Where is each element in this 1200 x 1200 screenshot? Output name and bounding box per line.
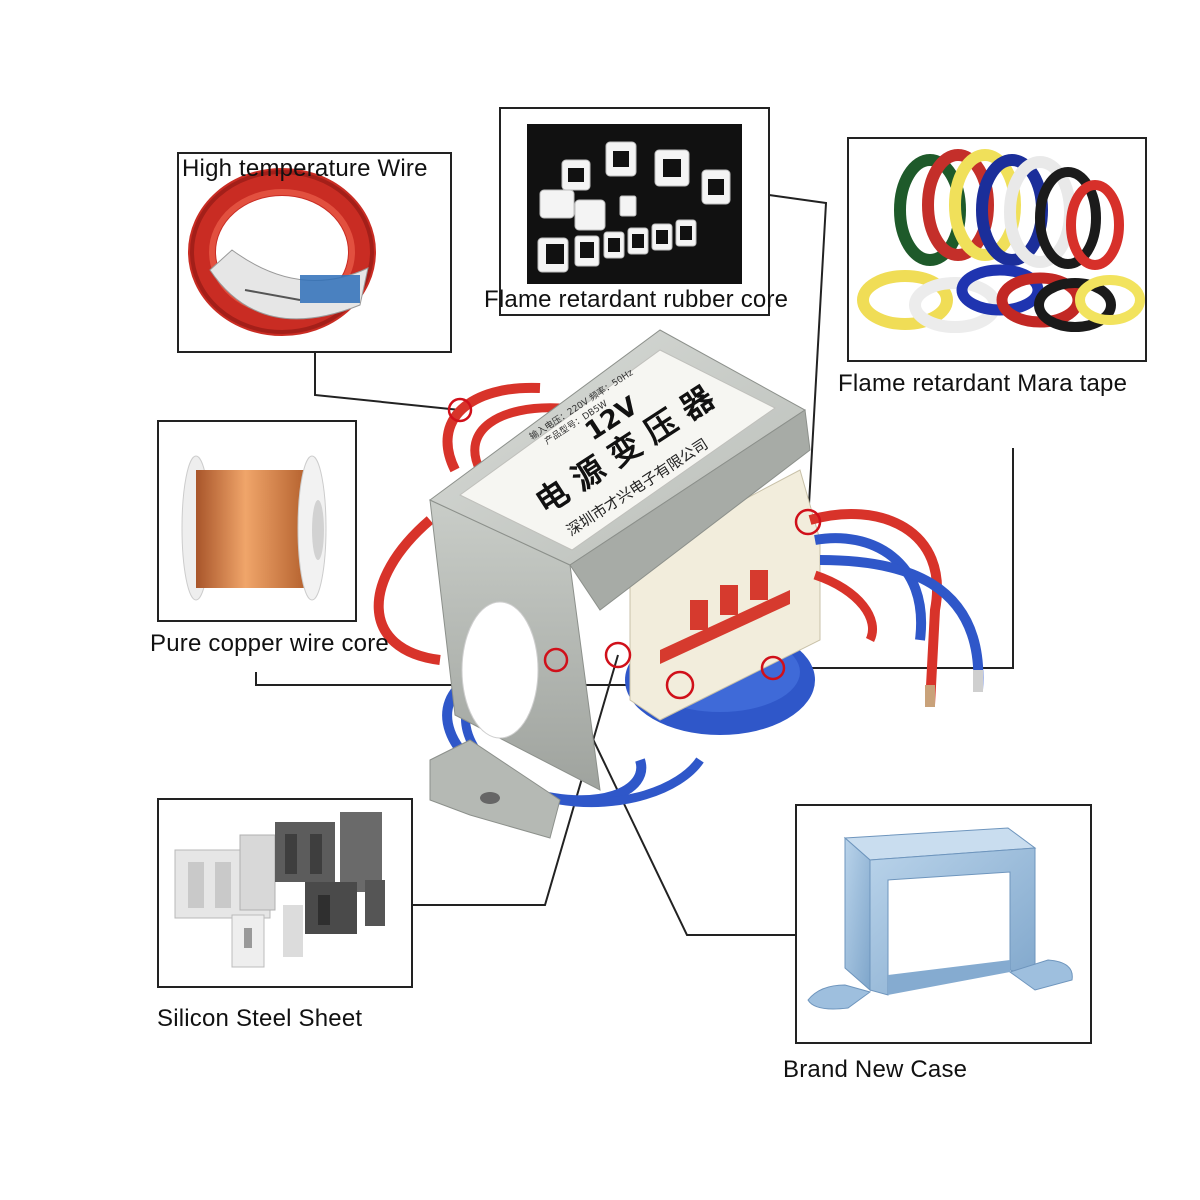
copper-spool-image (181, 455, 327, 601)
rubber-core-image (527, 124, 742, 284)
marker-tape (760, 655, 786, 681)
core-label: Flame retardant rubber core (484, 286, 789, 313)
marker-core (794, 508, 822, 536)
marker-wire (447, 397, 473, 423)
red-wire-coil-image (188, 168, 376, 336)
case-image (807, 827, 1073, 1010)
leader-lines (255, 194, 1014, 936)
transformer-image (373, 329, 984, 839)
leader-core (768, 194, 828, 523)
tape-label: Flame retardant Mara tape (838, 370, 1128, 397)
leader-case (554, 659, 796, 936)
marker-steel (604, 641, 632, 669)
case-label: Brand New Case (783, 1056, 968, 1083)
marker-case (543, 647, 569, 673)
marker-circles (447, 397, 822, 700)
marker-copper (665, 670, 695, 700)
silicon-steel-image (174, 812, 385, 968)
steel-label: Silicon Steel Sheet (157, 1005, 363, 1032)
leader-wire (314, 352, 461, 411)
mara-tape-image (857, 149, 1145, 333)
copper-label: Pure copper wire core (150, 630, 389, 657)
leader-tape (775, 448, 1014, 669)
wire-label: High temperature Wire (182, 155, 428, 182)
